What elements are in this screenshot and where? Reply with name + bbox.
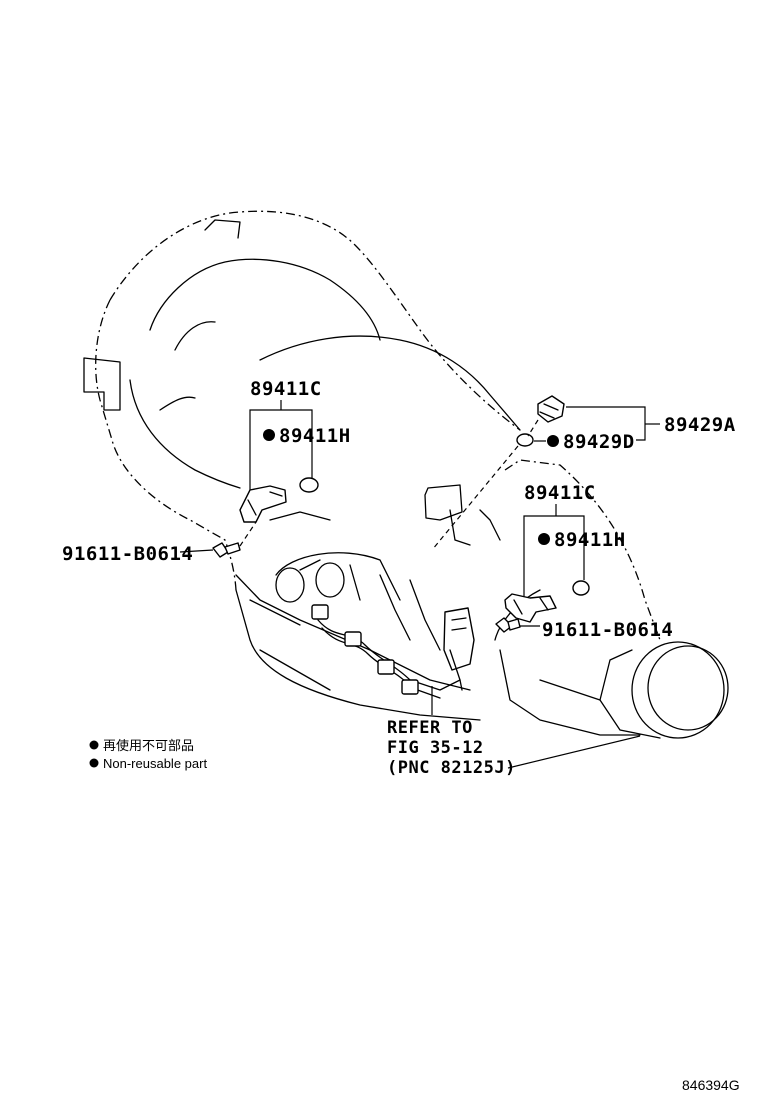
left-bolt-label: 91611-B0614 bbox=[62, 543, 193, 565]
oil-pan bbox=[235, 589, 481, 721]
legend-dot-japanese bbox=[89, 740, 99, 750]
harness-connector-1 bbox=[311, 604, 329, 620]
bell-housing-outline bbox=[109, 210, 521, 431]
legend: 再使用不可部品 Non-reusable part bbox=[89, 738, 207, 771]
left-sensor-group: 89411C 89411H 91611-B0614 bbox=[62, 378, 351, 565]
harness-connector-4 bbox=[401, 679, 419, 695]
right-speed-sensor bbox=[504, 593, 557, 623]
case-body-side bbox=[235, 574, 471, 691]
left-group-bracket bbox=[249, 409, 313, 492]
output-flange-outer bbox=[631, 641, 725, 739]
case-boss-body bbox=[275, 552, 401, 601]
output-flange-body bbox=[599, 649, 661, 739]
extension-housing-outline bbox=[504, 459, 661, 641]
case-body-upper bbox=[259, 335, 521, 431]
right-sensor-group: 89411C 89411H 91611-B0614 bbox=[495, 482, 673, 641]
right-bolt-label: 91611-B0614 bbox=[542, 619, 673, 641]
output-flange-inner bbox=[647, 645, 729, 731]
pressure-switch-group: 89429A 89429D bbox=[431, 395, 736, 551]
reference-line-2: FIG 35-12 bbox=[387, 738, 484, 758]
right-o-ring bbox=[572, 580, 590, 596]
reference-line-1: REFER TO bbox=[387, 718, 473, 738]
case-boss-2 bbox=[315, 562, 345, 598]
harness-connector-3 bbox=[377, 659, 395, 675]
legend-english: Non-reusable part bbox=[103, 756, 207, 771]
left-speed-sensor bbox=[239, 485, 287, 523]
housing-boss-top bbox=[204, 219, 241, 239]
case-boss-1 bbox=[275, 567, 305, 603]
gasket-nonreusable-dot bbox=[547, 435, 559, 447]
illustration-code: 846394G bbox=[682, 1077, 740, 1093]
pressure-switch-gasket bbox=[516, 433, 534, 447]
right-group-bracket bbox=[523, 515, 585, 598]
oil-pan-lip bbox=[249, 599, 331, 691]
left-sensor-label: 89411H bbox=[279, 425, 351, 447]
oil-pressure-switch bbox=[537, 395, 565, 423]
bell-inner-contour-2 bbox=[129, 379, 241, 489]
bell-housing-lower-outline bbox=[95, 299, 237, 591]
main-connector-detail bbox=[449, 617, 467, 691]
pressure-group-label: 89429A bbox=[664, 414, 736, 436]
right-nonreusable-dot bbox=[538, 533, 550, 545]
bell-rib bbox=[159, 321, 216, 411]
right-bolt bbox=[495, 617, 521, 633]
main-harness-connector bbox=[443, 607, 475, 671]
case-ribs bbox=[269, 511, 441, 651]
housing-boss-left bbox=[83, 357, 121, 411]
left-bolt bbox=[212, 542, 241, 558]
harness-connector-2 bbox=[344, 631, 362, 647]
legend-dot-english bbox=[89, 758, 99, 768]
left-nonreusable-dot bbox=[263, 429, 275, 441]
legend-japanese: 再使用不可部品 bbox=[103, 738, 194, 753]
extension-rib bbox=[479, 509, 601, 701]
bell-inner-contour bbox=[149, 258, 381, 341]
pressure-gasket-label: 89429D bbox=[563, 431, 635, 453]
case-top-boss-2 bbox=[449, 509, 471, 546]
reference-line-3: (PNC 82125J) bbox=[387, 758, 516, 778]
transmission-assembly bbox=[83, 210, 729, 739]
right-sensor-label: 89411H bbox=[554, 529, 626, 551]
left-group-label: 89411C bbox=[250, 378, 322, 400]
left-o-ring bbox=[299, 477, 319, 493]
right-group-label: 89411C bbox=[524, 482, 596, 504]
reference-note: REFER TO FIG 35-12 (PNC 82125J) bbox=[387, 686, 641, 778]
wire-harness bbox=[317, 619, 461, 691]
case-top-boss bbox=[424, 484, 463, 521]
